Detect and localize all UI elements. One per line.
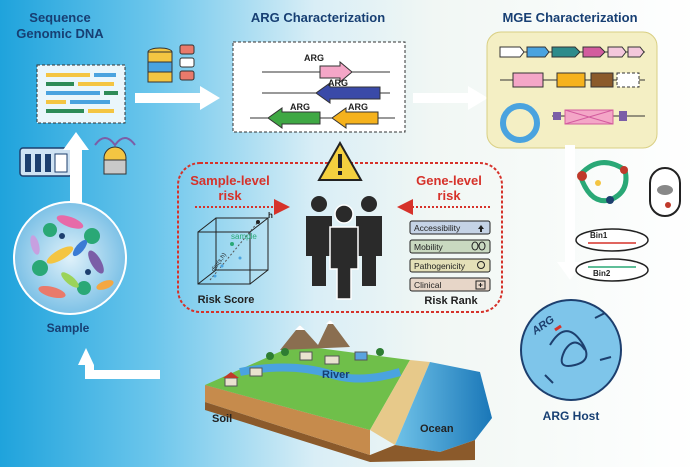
plasmid-cell-icon (649, 167, 681, 217)
risk-score-cube: sample h dist(s,h) (197, 211, 273, 285)
arg-host-cell: ARG (520, 299, 622, 401)
bin2-label: Bin2 (593, 269, 611, 278)
bin1-label: Bin1 (590, 231, 608, 240)
arg-label-1: ARG (304, 53, 324, 63)
risk-rank-label: Risk Rank (424, 295, 478, 307)
arg-gene-blue (315, 82, 381, 104)
label-ocean: Ocean (420, 423, 454, 435)
title-mge-characterization: MGE Characterization (502, 10, 637, 25)
title-sequence-line2: Genomic DNA (16, 26, 104, 41)
cube-h-label: h (268, 211, 273, 220)
arg-gene-orange (331, 107, 379, 129)
arrow-to-sequencing (63, 132, 89, 206)
arg-gene-green (267, 107, 321, 129)
hospital-icon (475, 280, 486, 290)
bin2: Bin2 (575, 258, 649, 282)
title-sequence-line1: Sequence (29, 10, 90, 25)
rank-mobility: Mobility (414, 242, 444, 252)
arg-label-3: ARG (290, 102, 310, 112)
rank-clinical: Clinical (414, 280, 442, 290)
risk-rank-list: Accessibility Mobility Pathogenicity Cli… (409, 220, 491, 292)
risk-panel: Sample-level risk Gene-level risk sample… (177, 140, 503, 313)
sequencer-icon (19, 147, 73, 177)
label-sample: Sample (47, 321, 90, 335)
gene-level-line1: Gene-level (416, 173, 482, 188)
database-icon (147, 44, 195, 83)
sequence-reads-box (36, 64, 126, 124)
sample-level-line2: risk (218, 188, 242, 203)
arg-label-4: ARG (348, 102, 368, 112)
label-river: River (322, 369, 350, 381)
pathogen-icon (477, 261, 485, 269)
bin1: Bin1 (575, 228, 649, 252)
cube-sample-label: sample (231, 232, 257, 241)
mobility-icon (471, 241, 486, 251)
arg-characterization-panel: ARG ARG ARG ARG (232, 41, 406, 133)
nanopore-icon (94, 137, 136, 175)
arrow-to-arg (135, 86, 220, 110)
gene-level-line2: risk (437, 188, 461, 203)
title-arg-characterization: ARG Characterization (251, 10, 385, 25)
accessibility-icon (478, 225, 484, 232)
people-icon (306, 196, 382, 300)
label-soil: Soil (212, 413, 232, 425)
rank-accessibility: Accessibility (414, 223, 461, 233)
arrow-environment-to-sample (78, 348, 160, 379)
mge-characterization-panel (486, 31, 658, 149)
arg-gene-pink (319, 60, 353, 84)
rank-pathogenicity: Pathogenicity (414, 261, 466, 271)
sample-microbes (13, 201, 127, 315)
sample-level-line1: Sample-level (190, 173, 270, 188)
network-icon (577, 160, 629, 204)
risk-score-label: Risk Score (198, 294, 255, 306)
label-arg-host: ARG Host (543, 409, 600, 423)
arrow-to-host (557, 145, 583, 280)
environment-landscape (205, 320, 492, 462)
arrow-to-mge (413, 86, 488, 110)
arg-label-2: ARG (328, 78, 348, 88)
